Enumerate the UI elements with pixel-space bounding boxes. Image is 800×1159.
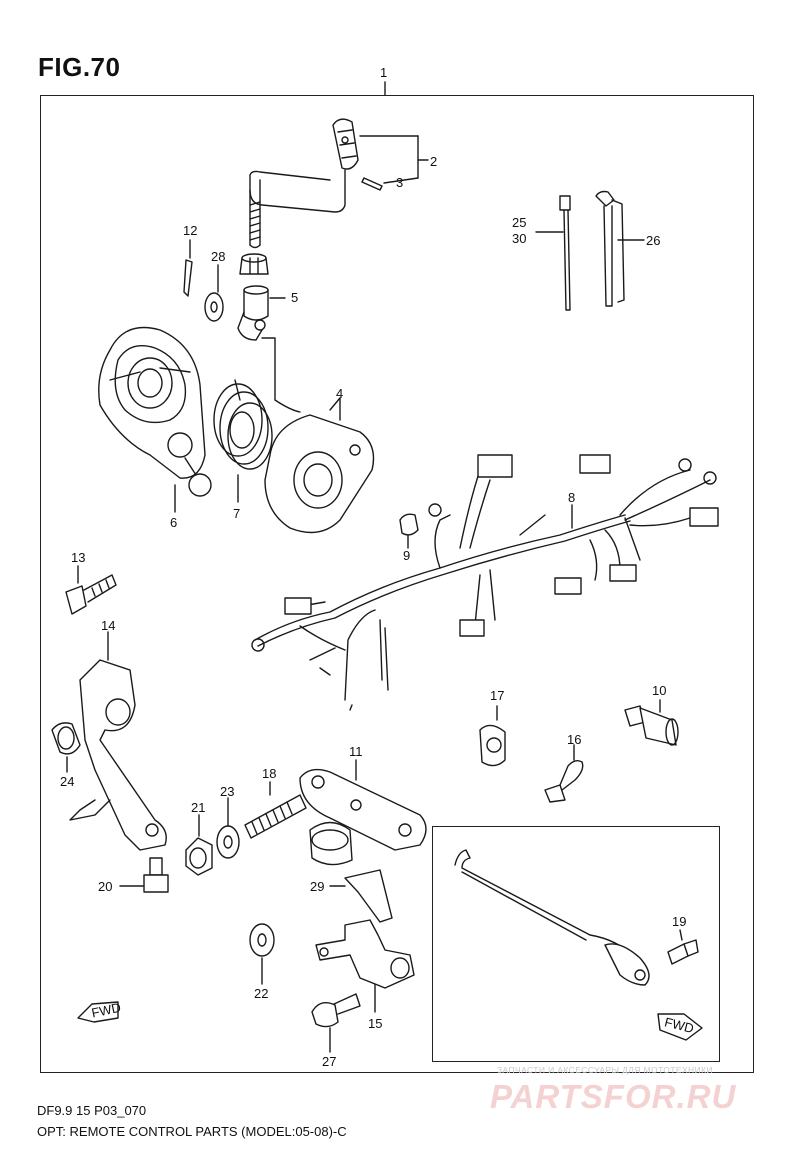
figure-code: DF9.9 15 P03_070	[37, 1103, 147, 1118]
bolt-part-27	[311, 993, 361, 1053]
callout-26: 26	[646, 233, 660, 248]
fwd-label-left: FWD	[90, 1000, 122, 1021]
callout-6: 6	[170, 515, 177, 530]
callout-15: 15	[368, 1016, 382, 1031]
screw-part-13	[65, 565, 117, 615]
cotter-pin-part-12	[183, 239, 193, 297]
fwd-arrow-left	[77, 1001, 119, 1023]
nut	[239, 253, 269, 275]
nut-part-21	[185, 814, 213, 876]
callout-25: 25	[512, 215, 526, 230]
callout-2: 2	[430, 154, 437, 169]
callout-9: 9	[403, 548, 410, 563]
inset-frame	[432, 826, 720, 1062]
callout-20: 20	[98, 879, 112, 894]
callout-18: 18	[262, 766, 276, 781]
callout-19: 19	[672, 914, 686, 929]
callout-27: 27	[322, 1054, 336, 1069]
control-plate-part-4	[264, 397, 375, 534]
callout-1: 1	[380, 65, 387, 80]
bolt-part-20	[119, 857, 169, 893]
collar-part-10	[624, 699, 679, 746]
watermark-logo: PARTSFOR.RU	[490, 1078, 737, 1115]
callout-17: 17	[490, 688, 504, 703]
callout-24: 24	[60, 774, 74, 789]
cable-tie-part-26	[595, 190, 645, 307]
callout-28: 28	[211, 249, 225, 264]
callout-8: 8	[568, 490, 575, 505]
grommet-part-24	[51, 722, 81, 773]
figure-caption: OPT: REMOTE CONTROL PARTS (MODEL:05-08)-…	[37, 1124, 347, 1139]
bracket-part-29	[329, 869, 393, 923]
callout-4: 4	[336, 386, 343, 401]
fwd-arrow-right	[657, 1013, 703, 1041]
grommet-part-17	[479, 705, 506, 767]
grommet-part-9	[399, 513, 419, 549]
bracket-part-15	[315, 919, 415, 1013]
terminal-part-16	[544, 744, 584, 803]
washer-part-28	[204, 264, 224, 322]
link-joint-part-5	[237, 285, 301, 413]
spring-part-7	[213, 379, 273, 503]
washer-part-23	[216, 797, 240, 859]
throttle-cam-part-6	[98, 326, 212, 513]
callout-7: 7	[233, 506, 240, 521]
washer-part-22	[249, 923, 275, 985]
bracket-part-14	[69, 631, 167, 851]
callout-13: 13	[71, 550, 85, 565]
diagram-frame	[40, 95, 754, 1073]
figure-title: FIG.70	[38, 52, 121, 82]
callout-23: 23	[220, 784, 234, 799]
lever-plate-part-11	[299, 759, 427, 866]
throttle-rod-part-2	[249, 118, 429, 249]
stud-bolt-part-18	[244, 781, 307, 839]
callout-29: 29	[310, 879, 324, 894]
callout-5: 5	[291, 290, 298, 305]
cable-tie-part-25	[535, 195, 571, 311]
callout-3: 3	[396, 175, 403, 190]
callout-30: 30	[512, 231, 526, 246]
pin-part-3	[361, 177, 419, 191]
wire-harness-part-8	[251, 454, 719, 711]
earth-cable-part-19	[454, 849, 699, 986]
callout-11: 11	[349, 744, 363, 759]
callout-21: 21	[191, 800, 205, 815]
callout-16: 16	[567, 732, 581, 747]
callout-14: 14	[101, 618, 115, 633]
watermark-tagline: ЗАПЧАСТИ И АКСЕССУАРЫ ДЛЯ МОТОТЕХНИКИ	[497, 1065, 713, 1075]
callout-22: 22	[254, 986, 268, 1001]
callout-12: 12	[183, 223, 197, 238]
callout-10: 10	[652, 683, 666, 698]
fwd-label-right: FWD	[663, 1014, 695, 1036]
